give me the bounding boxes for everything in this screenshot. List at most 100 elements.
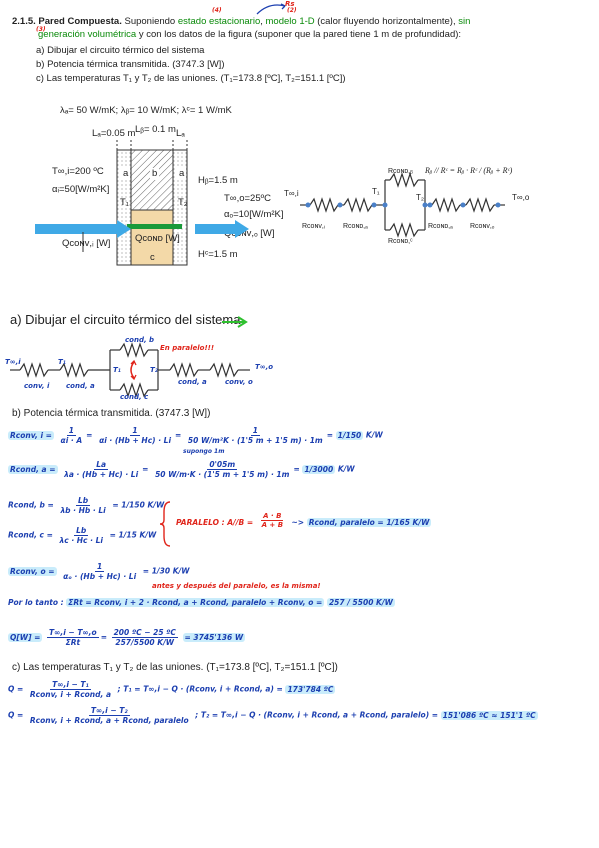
annotation-3: (3) bbox=[36, 26, 46, 33]
frac-num: T∞,i − T₂ bbox=[88, 706, 130, 716]
thermal-circuit-printed bbox=[300, 172, 505, 238]
hw-cond-a2: cond, a bbox=[178, 378, 207, 386]
thermal-circuit-handwritten bbox=[10, 342, 250, 398]
part-a-heading: a) Dibujar el circuito térmico del siste… bbox=[10, 312, 241, 327]
frac-num: 1 bbox=[95, 562, 105, 572]
frac-den: αₒ · (Hb + Hc) · Li bbox=[63, 572, 137, 581]
frac-num: T∞,i − T∞,o bbox=[47, 628, 99, 638]
hb-hc-bracket-icon bbox=[82, 232, 84, 252]
intro-highlight-1d: modelo 1-D bbox=[265, 16, 315, 27]
t2-result: 151'086 ºC ≈ 151'1 ºC bbox=[440, 710, 538, 720]
intro-highlight-gen: generación volumétrica bbox=[38, 29, 137, 40]
circuit-rconv-o: Rᴄᴏɴᴠ,ₒ bbox=[470, 223, 495, 230]
frac-den: Rconv, i + Rcond, a + Rcond, paralelo bbox=[29, 716, 189, 725]
circuit-t-inf-i: T∞,i bbox=[284, 189, 299, 198]
layer-c-label: c bbox=[150, 252, 155, 263]
frac-den: 50 W/m·K · (1'5 m + 1'5 m) · 1m bbox=[155, 470, 290, 479]
hw-cond-b: cond, b bbox=[125, 336, 155, 344]
r-cond-b-result: = 1/150 K/W bbox=[112, 500, 165, 510]
item-b: b) Potencia térmica transmitida. (3747.3… bbox=[36, 59, 225, 70]
q1-rhs: ; T₁ = T∞,i − Q · (Rconv, i + Rcond, a) … bbox=[117, 684, 283, 694]
paralelo-label: PARALELO : A//B = bbox=[176, 518, 254, 527]
note-antes: antes y después del paralelo, es la mism… bbox=[152, 582, 321, 590]
paralelo-result: Rcond, paralelo = 1/165 K/W bbox=[306, 518, 432, 527]
problem-title: Pared Compuesta. bbox=[38, 16, 122, 27]
part-c-heading: c) Las temperaturas T₁ y T₂ de las union… bbox=[12, 662, 338, 673]
frac-num: 200 ºC − 25 ºC bbox=[111, 628, 178, 638]
layer-a-right-label: a bbox=[177, 168, 187, 180]
lb-label: Lᵦ= 0.1 m bbox=[135, 124, 176, 135]
circuit-rcond-a2: Rᴄᴏɴᴅ,ₐ bbox=[428, 223, 453, 230]
parallel-formula: Rᵦ // Rᶜ = Rᵦ · Rᶜ / (Rᵦ + Rᶜ) bbox=[425, 166, 513, 175]
frac-num: Lb bbox=[74, 526, 89, 536]
circuit-rcond-b: Rᴄᴏɴᴅ,ᵦ bbox=[388, 168, 413, 175]
frac-den: λc · Hc · Li bbox=[59, 536, 103, 545]
frac-num: T∞,i − T₁ bbox=[50, 680, 91, 690]
frac-num: 1 bbox=[66, 426, 76, 436]
circuit-rcond-a1: Rᴄᴏɴᴅ,ₐ bbox=[343, 223, 368, 230]
frac-den: αi · A bbox=[60, 436, 83, 445]
layer-a-left-label: a bbox=[121, 168, 131, 180]
heat-flow-arrow-icon bbox=[35, 220, 249, 238]
r-conv-o-lhs: Rconv, o = bbox=[8, 566, 57, 576]
r-conv-i-lhs: Rconv, i = bbox=[8, 430, 54, 440]
r-conv-o-result: = 1/30 K/W bbox=[142, 566, 190, 576]
hw-conv-o: conv, o bbox=[225, 378, 253, 386]
item-c: c) Las temperaturas T₁ y T₂ de las union… bbox=[36, 73, 346, 84]
part-a-arrow-icon bbox=[222, 316, 248, 328]
frac-den: αi · (Hb + Hc) · Li bbox=[99, 436, 172, 445]
frac-den: A + B bbox=[261, 521, 284, 530]
part-b-heading: b) Potencia térmica transmitida. (3747.3… bbox=[12, 408, 211, 419]
circuit-t2: T₂ bbox=[416, 193, 424, 202]
t-inf-i-label: T∞,i=200 ºC bbox=[52, 166, 104, 177]
la-label: Lₐ=0.05 m bbox=[92, 128, 136, 139]
frac-den: 257/5500 K/W bbox=[115, 638, 175, 647]
wall-drawing bbox=[116, 140, 188, 266]
r-cond-a-lhs: Rcond, a = bbox=[8, 464, 58, 474]
hb-label: Hᵦ=1.5 m bbox=[198, 175, 238, 186]
total-result: 257 / 5500 K/W bbox=[326, 598, 395, 607]
alpha-o-label: αₒ=10[W/m²K] bbox=[224, 209, 284, 220]
frac-den: λb · Hb · Li bbox=[60, 506, 106, 515]
annotation-rs: Rs bbox=[285, 0, 295, 8]
problem-statement: 2.1.5. Pared Compuesta. Suponiendo estad… bbox=[12, 16, 592, 28]
layer-b-label: b bbox=[150, 168, 160, 180]
problem-statement-line2: generación volumétrica y con los datos d… bbox=[38, 29, 461, 41]
circuit-rconv-i: Rᴄᴏɴᴠ,ᵢ bbox=[302, 223, 325, 230]
hw-cond-c: cond, c bbox=[120, 393, 149, 401]
t2-wall-label: T₂ bbox=[178, 197, 188, 208]
hw-conv-i: conv, i bbox=[24, 382, 50, 390]
frac-num: 0'05m bbox=[207, 460, 238, 470]
frac-num: A · B bbox=[261, 512, 284, 522]
supongo-note: supongo 1m bbox=[183, 448, 225, 455]
hc-label: Hᶜ=1.5 m bbox=[198, 249, 238, 260]
r-conv-i-unit: K/W bbox=[365, 430, 383, 440]
frac-den: 50 W/m²K · (1'5 m + 1'5 m) · 1m bbox=[187, 436, 323, 445]
r-cond-a-unit: K/W bbox=[337, 464, 355, 474]
total-expr: ΣRt = Rconv, i + 2 · Rcond, a + Rcond, p… bbox=[66, 598, 325, 607]
intro-text-3: y con los datos de la figura (suponer qu… bbox=[138, 29, 462, 40]
total-resistance-eq: Por lo tanto : ΣRt = Rconv, i + 2 · Rcon… bbox=[8, 598, 395, 607]
frac-num: La bbox=[94, 460, 109, 470]
frac-den: λa · (Hb + Hc) · Li bbox=[64, 470, 139, 479]
q1-lhs: Q = bbox=[8, 684, 24, 694]
lc-label: Lₐ bbox=[176, 128, 185, 139]
q-conv-i-label: Qᴄᴏɴᴠ,ᵢ [W] bbox=[62, 238, 111, 249]
frac-num: 1 bbox=[130, 426, 140, 436]
